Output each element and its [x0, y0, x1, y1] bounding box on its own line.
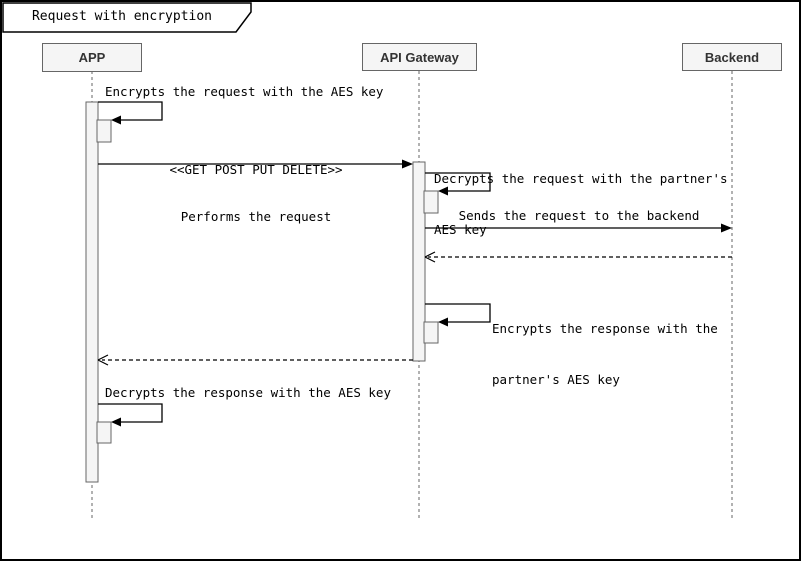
participant-api-gateway: API Gateway: [362, 43, 477, 71]
nested-activation-gw-encrypt: [423, 321, 439, 344]
message-decrypt-request-line1: Decrypts the request with the partner's: [434, 171, 728, 186]
participant-backend: Backend: [682, 43, 782, 71]
participant-backend-label: Backend: [704, 49, 760, 65]
message-label-send-backend: Sends the request to the backend: [458, 208, 700, 223]
message-label-encrypt-response: Encrypts the response with the partner's…: [492, 286, 718, 422]
return-gateway-arrowhead: [97, 354, 109, 366]
message-label-perform-request: <<GET POST PUT DELETE>> Performs the req…: [98, 131, 414, 255]
self-message-encrypt-request-arrowhead: [111, 115, 121, 125]
participant-api-gateway-label: API Gateway: [380, 49, 459, 65]
message-encrypt-response-line2: partner's AES key: [492, 372, 620, 387]
diagram-title: Request with encryption: [31, 9, 212, 24]
message-perform-request-text: Performs the request: [180, 208, 332, 224]
self-message-encrypt-request-line: [98, 101, 163, 121]
self-message-decrypt-response-line: [98, 403, 163, 423]
message-label-decrypt-request: Decrypts the request with the partner's …: [434, 136, 728, 272]
self-message-decrypt-response-arrowhead: [111, 417, 121, 427]
message-label-decrypt-response: Decrypts the response with the AES key: [105, 385, 391, 400]
message-perform-request-stereotype: <<GET POST PUT DELETE>>: [169, 162, 343, 177]
activation-bar-api-gateway: [412, 161, 426, 362]
self-message-encrypt-response-line: [425, 303, 491, 323]
activation-bar-app: [85, 101, 99, 483]
message-decrypt-request-line2: AES key: [434, 222, 487, 237]
message-label-encrypt-request: Encrypts the request with the AES key: [105, 84, 384, 99]
participant-app-label: APP: [78, 50, 106, 65]
nested-activation-app-decrypt: [96, 421, 112, 444]
message-encrypt-response-line1: Encrypts the response with the: [492, 321, 718, 336]
participant-app: APP: [42, 43, 142, 72]
self-message-encrypt-response-arrowhead: [438, 317, 448, 327]
